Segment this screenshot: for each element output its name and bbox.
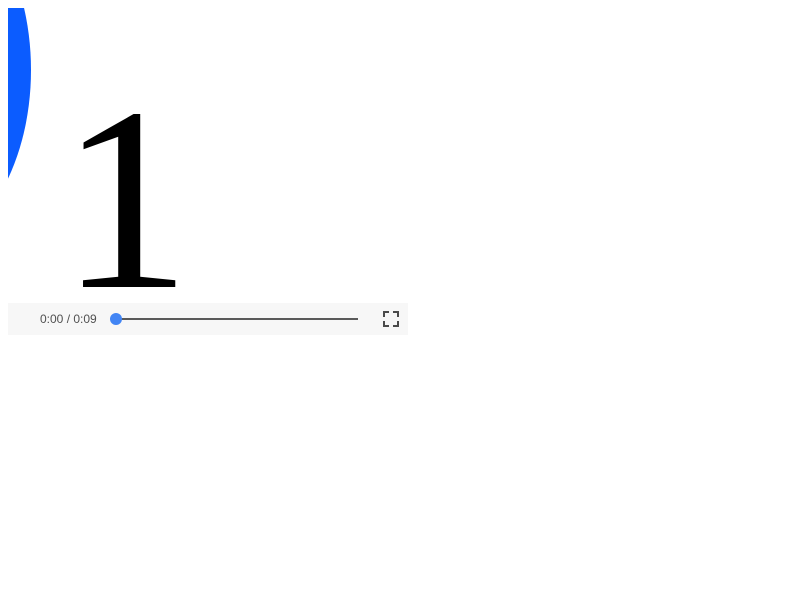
fullscreen-icon <box>383 311 399 327</box>
time-display: 0:00 / 0:09 <box>40 312 97 326</box>
seek-thumb[interactable] <box>110 313 122 325</box>
video-frame[interactable]: 1 <box>8 8 408 303</box>
seek-bar[interactable] <box>116 318 358 320</box>
blue-circle-shape <box>8 8 31 252</box>
video-controls-bar: 0:00 / 0:09 <box>8 303 408 335</box>
fullscreen-button[interactable] <box>382 310 400 328</box>
frame-numeral: 1 <box>60 54 191 303</box>
video-player[interactable]: 1 0:00 / 0:09 <box>8 8 408 335</box>
